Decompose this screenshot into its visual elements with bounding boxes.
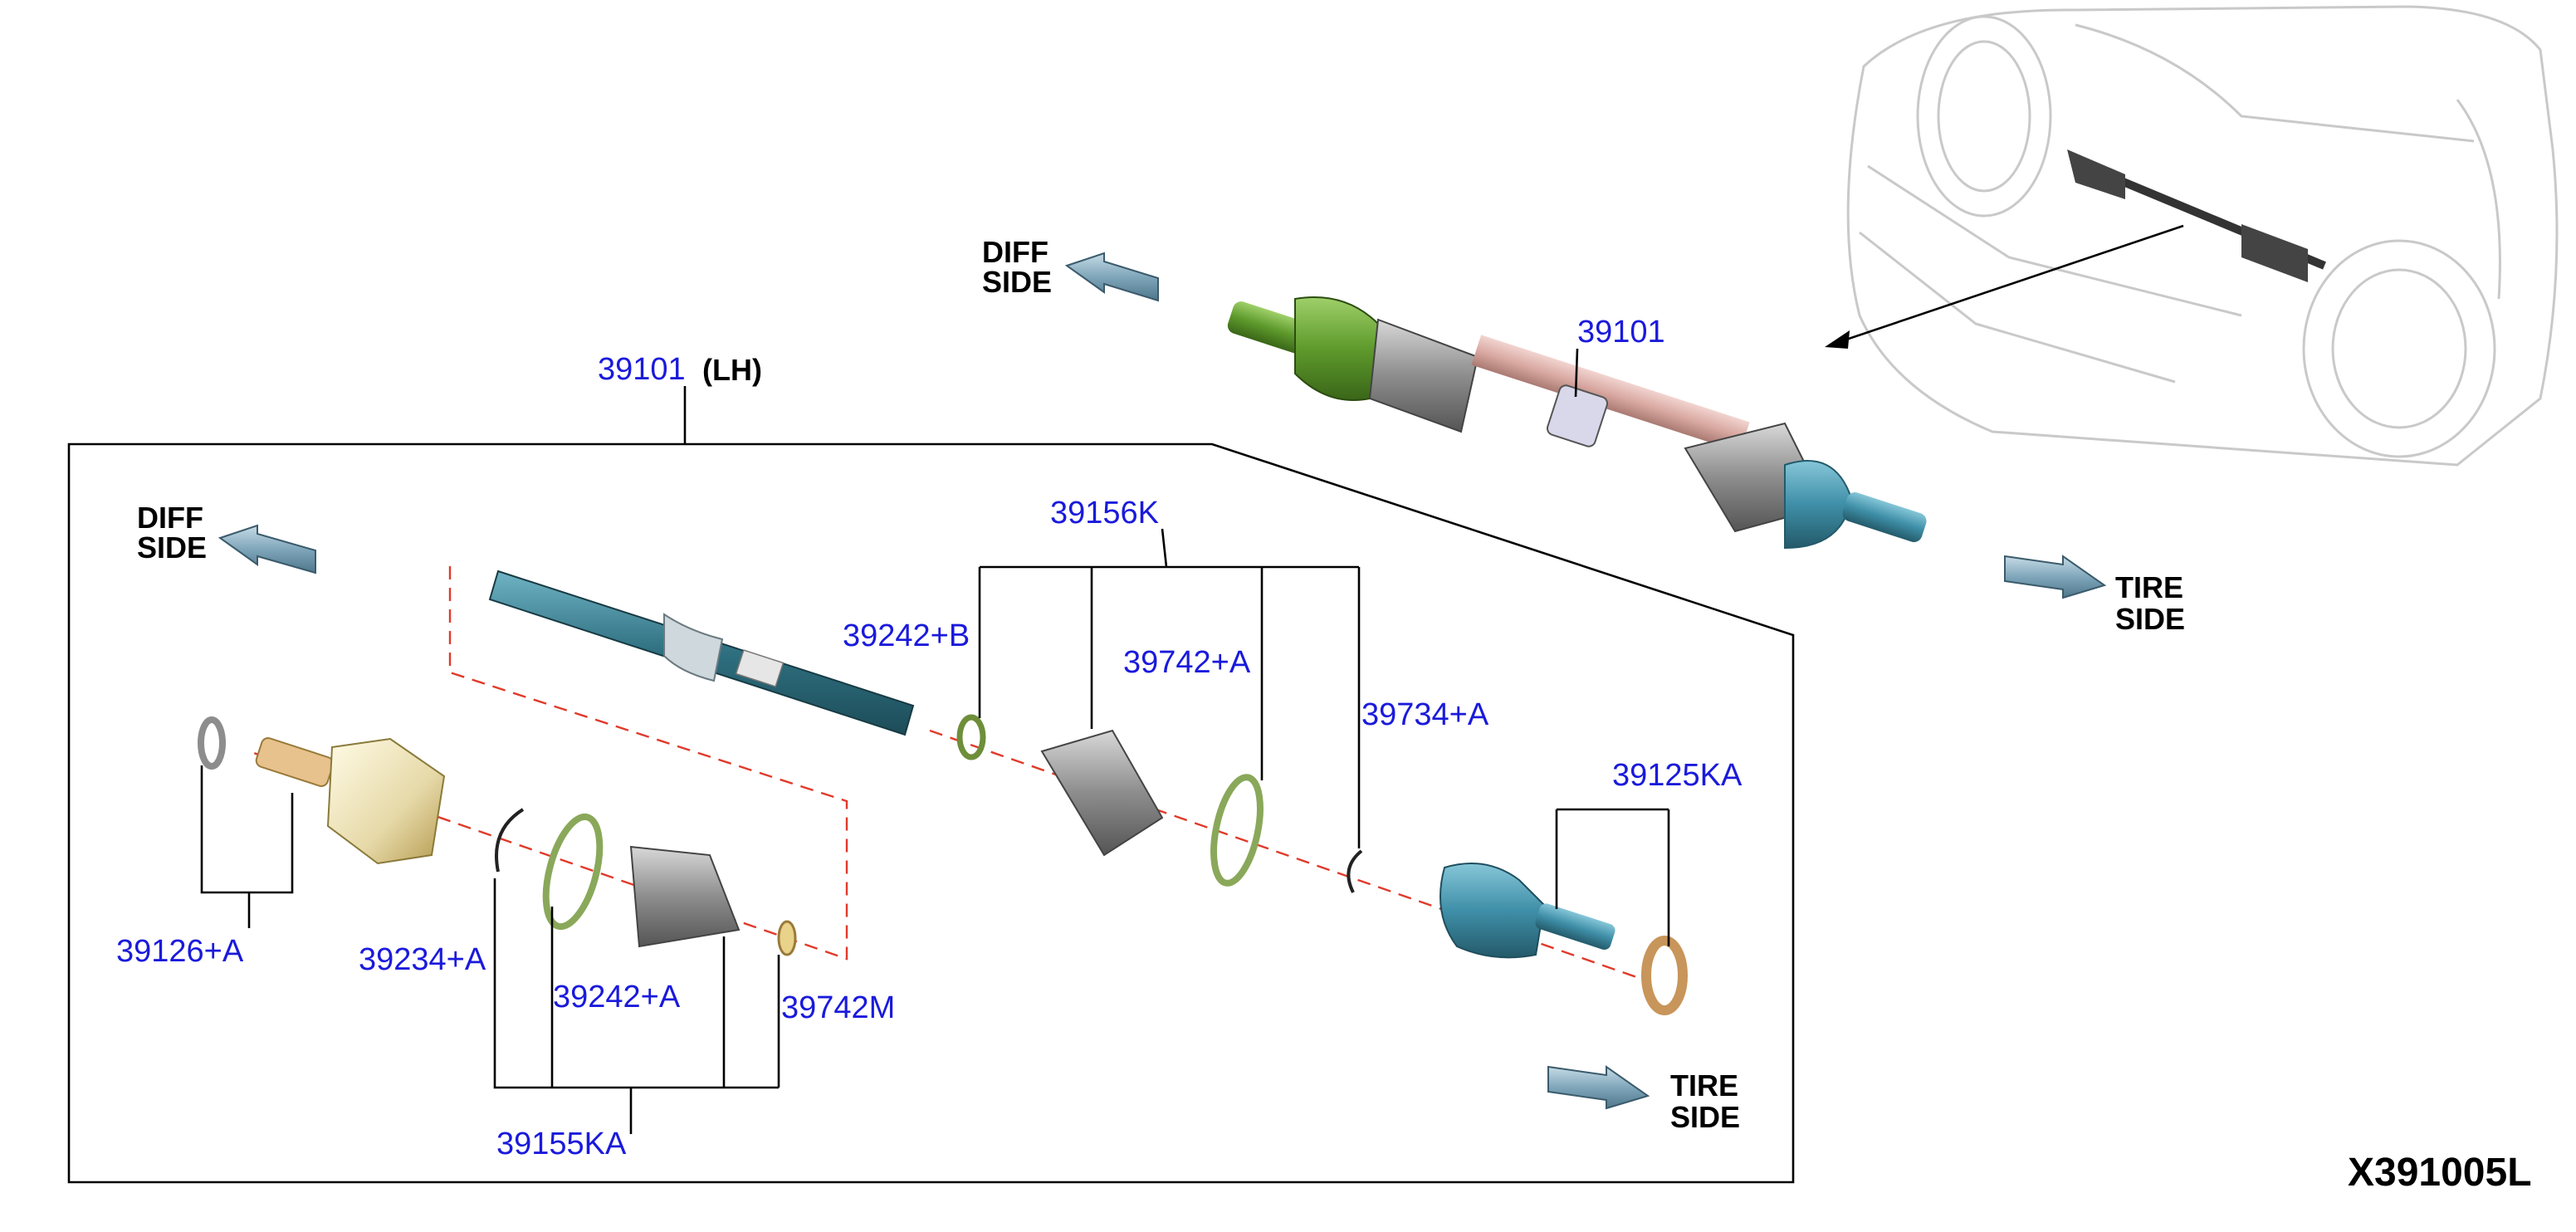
part-number-39156K[interactable]: 39156K: [1050, 496, 1159, 530]
part-number-39242A[interactable]: 39242+A: [553, 980, 681, 1014]
diff-side-label-left-line2: SIDE: [137, 530, 207, 565]
leader-39155KA: [493, 878, 780, 1134]
pointer-arrow-line: [1838, 224, 2184, 344]
tire-side-label-bottom-line2: SIDE: [1670, 1100, 1740, 1134]
band-39742A-part: [1210, 774, 1264, 887]
inner-shaft: [488, 570, 915, 736]
inner-joint-housing-part: [255, 737, 446, 865]
diagram-code: X391005L: [2348, 1151, 2532, 1195]
part-number-39742A[interactable]: 39742+A: [1123, 645, 1251, 680]
seal-39126A-part: [198, 716, 226, 770]
inner-boot-part: [629, 845, 741, 948]
part-number-39734A[interactable]: 39734+A: [1361, 697, 1489, 732]
tire-side-arrow-bottom: [1547, 1065, 1650, 1110]
part-number-39101-top[interactable]: 39101: [1577, 315, 1665, 350]
tire-side-label-top-line2: SIDE: [2115, 602, 2185, 636]
diff-side-arrow-left: [218, 524, 316, 574]
snap-ring-39734A-part: [1347, 849, 1363, 893]
assembled-drive-shaft: [1227, 296, 1927, 550]
band-39742M-part: [777, 920, 797, 956]
part-number-39101-assembly[interactable]: 39101: [598, 352, 686, 387]
outer-joint-part: [1440, 863, 1615, 959]
diff-side-label-left-line1: DIFF: [137, 501, 203, 535]
diff-side-arrow-top: [1064, 252, 1159, 302]
diff-side-label-top-line1: DIFF: [982, 235, 1048, 269]
diff-side-label-top-line2: SIDE: [982, 265, 1052, 299]
tire-side-arrow-top: [2004, 555, 2107, 599]
tire-side-label-top-line1: TIRE: [2115, 570, 2183, 604]
leader-39156K: [978, 528, 1361, 848]
leader-39126A: [200, 765, 294, 928]
leader-39125KA: [1555, 808, 1670, 946]
part-number-39126A[interactable]: 39126+A: [116, 934, 244, 969]
pointer-arrowhead: [1825, 330, 1850, 349]
assembly-side-label: (LH): [702, 353, 762, 387]
leader-39101-top: [1574, 348, 1579, 398]
assembly-frame: [67, 442, 1795, 1184]
band-39242A-part: [542, 813, 604, 931]
part-number-39234A[interactable]: 39234+A: [359, 942, 486, 977]
outer-seal-part: [1641, 936, 1688, 1015]
part-number-39155KA[interactable]: 39155KA: [496, 1127, 627, 1161]
part-number-39742M[interactable]: 39742M: [781, 990, 895, 1025]
part-number-39242B[interactable]: 39242+B: [843, 618, 970, 653]
band-39242B-part: [956, 714, 986, 760]
tire-side-label-bottom-line1: TIRE: [1670, 1068, 1738, 1102]
outer-boot-part: [1040, 729, 1164, 857]
snap-ring-39234A-part: [495, 808, 525, 873]
vehicle-illustration: [1846, 5, 2559, 467]
part-number-39125KA[interactable]: 39125KA: [1612, 758, 1743, 793]
